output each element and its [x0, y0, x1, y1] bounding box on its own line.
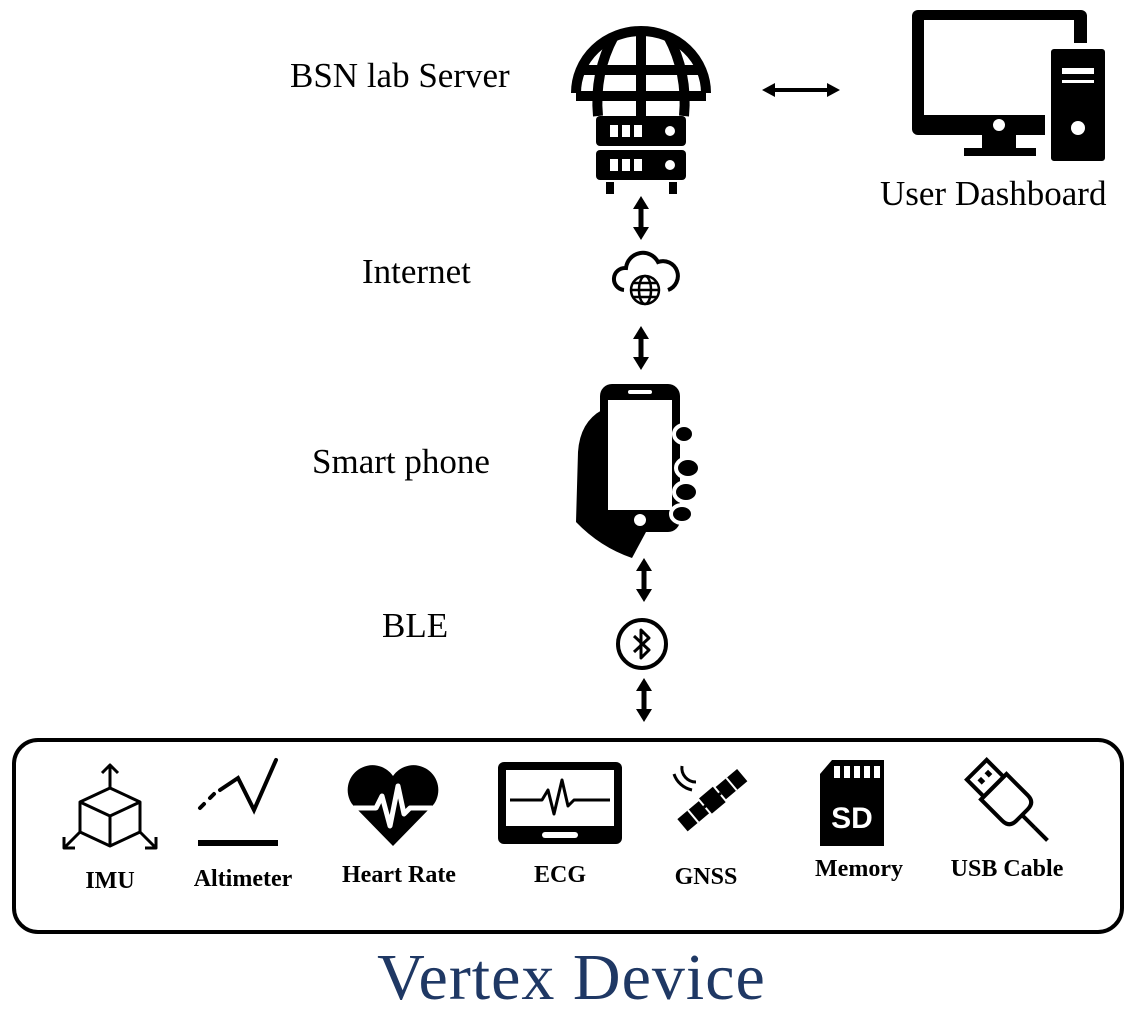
heart-pulse-icon [346, 764, 440, 848]
server-dashboard-arrow [762, 80, 840, 100]
altimeter-label: Altimeter [193, 866, 293, 892]
ecg-monitor-icon [496, 760, 624, 846]
satellite-icon [668, 760, 758, 842]
phone-label: Smart phone [312, 442, 490, 481]
usb-cable-label: USB Cable [950, 856, 1064, 882]
dashboard-label: User Dashboard [880, 174, 1107, 213]
vertical-arrow-1 [631, 196, 651, 240]
svg-text:SD: SD [831, 802, 873, 835]
hand-smartphone-icon [572, 382, 702, 560]
sd-card-icon: SD [818, 758, 886, 848]
vertical-arrow-2 [631, 326, 651, 370]
ecg-label: ECG [533, 862, 586, 888]
usb-cable-icon [960, 757, 1060, 846]
heart-rate-label: Heart Rate [342, 862, 456, 888]
memory-label: Memory [815, 856, 903, 882]
cloud-globe-icon [611, 250, 680, 308]
globe-server-icon [566, 18, 716, 198]
server-label: BSN lab Server [290, 56, 510, 95]
altitude-graph-icon [196, 756, 282, 848]
desktop-computer-icon [912, 10, 1112, 167]
gnss-label: GNSS [674, 864, 738, 890]
bluetooth-icon [614, 616, 670, 672]
ble-label: BLE [382, 606, 449, 645]
device-title: Vertex Device [377, 941, 766, 1014]
vertical-arrow-4 [634, 678, 654, 722]
imu-label: IMU [85, 868, 135, 894]
cube-axes-icon [60, 760, 160, 855]
vertical-arrow-3 [634, 558, 654, 602]
vertex-device-box [12, 738, 1124, 934]
internet-label: Internet [362, 252, 471, 291]
